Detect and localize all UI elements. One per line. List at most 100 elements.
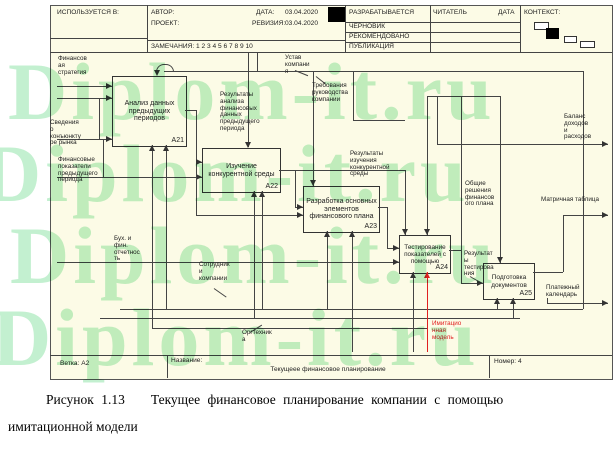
context-node-icon bbox=[534, 22, 549, 30]
arrow-line bbox=[427, 96, 500, 97]
arrow-line bbox=[513, 298, 514, 318]
arrow-line bbox=[248, 52, 249, 147]
arrow-line bbox=[437, 96, 438, 144]
activity-box-a25: Подготовка документов А25 bbox=[483, 263, 535, 300]
arrow-line bbox=[353, 71, 354, 120]
arrowhead bbox=[402, 229, 408, 235]
label-company-staff: Сотрудник и компании bbox=[199, 261, 230, 282]
arrow-line bbox=[461, 96, 462, 283]
context-label: КОНТЕКСТ: bbox=[524, 9, 561, 16]
activity-box-a23: Разработка основных элементов финансовог… bbox=[303, 186, 380, 233]
arrowhead bbox=[477, 280, 483, 286]
arrowhead bbox=[149, 145, 155, 151]
number-label: Номер: 4 bbox=[494, 358, 522, 365]
activity-a23-code: А23 bbox=[364, 223, 377, 231]
arrow-line bbox=[100, 318, 520, 319]
branch-label: Ветка: А2 bbox=[60, 360, 90, 367]
header-divider bbox=[430, 5, 431, 52]
arrow-line bbox=[353, 120, 405, 121]
context-current-node-icon bbox=[546, 28, 559, 39]
context-node-icon bbox=[580, 41, 595, 48]
arrow-line bbox=[313, 71, 314, 186]
imitation-model-line bbox=[427, 272, 428, 352]
activity-box-a24: Тестирование показателей с помощью А24 bbox=[399, 235, 451, 274]
status-row-publication: ПУБЛИКАЦИЯ bbox=[349, 43, 394, 50]
header-bottom-line bbox=[50, 52, 612, 53]
arrow-line bbox=[533, 272, 563, 273]
arrow-line bbox=[295, 170, 296, 207]
arrow-line bbox=[563, 215, 564, 272]
header-divider bbox=[147, 5, 148, 52]
arrow-line bbox=[352, 231, 353, 352]
arrow-line bbox=[254, 191, 255, 318]
arrow-line bbox=[57, 177, 202, 178]
label-testing-results: Результат ы тестирова ния bbox=[464, 250, 494, 278]
arrow-line bbox=[99, 98, 100, 139]
arrow-line bbox=[461, 283, 483, 284]
arrow-line bbox=[103, 139, 104, 177]
arrowhead bbox=[510, 298, 516, 304]
arrowhead bbox=[106, 95, 112, 101]
arrow-line bbox=[500, 96, 501, 263]
revision-value: 03.04.2020 bbox=[285, 20, 319, 27]
arrow-line bbox=[196, 215, 303, 216]
arrow-line bbox=[57, 139, 112, 140]
activity-box-a22: Изучение конкурентной среды А22 bbox=[202, 148, 281, 193]
figure-caption-line2: имитационной модели bbox=[8, 419, 138, 434]
arrowhead bbox=[297, 212, 303, 218]
arrowhead bbox=[324, 231, 330, 237]
label-income-expense-balance: Баланс доходов и расходов bbox=[564, 113, 592, 141]
arrow-line bbox=[413, 272, 414, 352]
arrow-line bbox=[164, 71, 583, 72]
activity-a22-title: Изучение конкурентной среды bbox=[208, 162, 275, 178]
label-management-requirements: Требования руководства компании bbox=[312, 82, 349, 103]
arrowhead bbox=[196, 159, 202, 165]
label-payment-calendar: Платежный календарь bbox=[546, 284, 580, 298]
footer-divider bbox=[489, 355, 490, 378]
label-analysis-results: Результаты анализа финансовых данных пре… bbox=[220, 91, 260, 132]
arrowhead bbox=[424, 272, 430, 278]
label-financial-indicators: Финансовые показатели предыдущего период… bbox=[58, 156, 98, 184]
arrowhead bbox=[393, 245, 399, 251]
author-cell-line bbox=[147, 40, 345, 41]
arrow-line bbox=[57, 86, 112, 87]
status-row-draft: ЧЕРНОВИК bbox=[349, 23, 386, 30]
header-divider bbox=[520, 5, 521, 52]
arrowhead bbox=[196, 174, 202, 180]
activity-a24-code: А24 bbox=[435, 264, 448, 272]
arrow-line bbox=[166, 145, 167, 309]
arrow-line bbox=[262, 191, 263, 309]
label-company-charter: Устав компани я bbox=[285, 54, 310, 75]
arrow-line bbox=[387, 207, 388, 248]
arrowhead bbox=[106, 136, 112, 142]
arrowhead bbox=[245, 142, 251, 148]
activity-a22-code: А22 bbox=[265, 183, 278, 191]
arrowhead bbox=[602, 141, 608, 147]
arrow-line bbox=[152, 145, 153, 328]
arrow-line bbox=[378, 207, 387, 208]
arrowhead bbox=[259, 191, 265, 197]
arrowhead bbox=[310, 180, 316, 186]
label-general-plan-decisions: Общие решения финансов ого плана bbox=[465, 180, 495, 208]
arrow-line bbox=[547, 298, 548, 303]
footer-top-line bbox=[50, 355, 612, 356]
diagram-title: Текущеее финансовое планирование bbox=[270, 366, 386, 373]
arrowhead bbox=[154, 70, 160, 76]
activity-a21-code: А21 bbox=[171, 137, 184, 145]
arrow-line bbox=[427, 96, 428, 235]
arrowhead bbox=[163, 145, 169, 151]
arrow-line bbox=[327, 231, 328, 309]
arrowhead bbox=[424, 229, 430, 235]
arrow-line bbox=[583, 71, 584, 309]
date-value: 03.04.2020 bbox=[285, 9, 319, 16]
status-row-line bbox=[345, 22, 520, 23]
arrowhead bbox=[497, 257, 503, 263]
arrowhead bbox=[602, 300, 608, 306]
label-market-info: Сведения о конъюнкту ре рынка bbox=[50, 119, 81, 147]
reader-label: ЧИТАТЕЛЬ bbox=[433, 9, 467, 16]
arrowhead bbox=[494, 298, 500, 304]
label-accounting-reports: Бух. и фин. отчетнос ть bbox=[114, 235, 140, 263]
arrow-line bbox=[563, 215, 608, 216]
